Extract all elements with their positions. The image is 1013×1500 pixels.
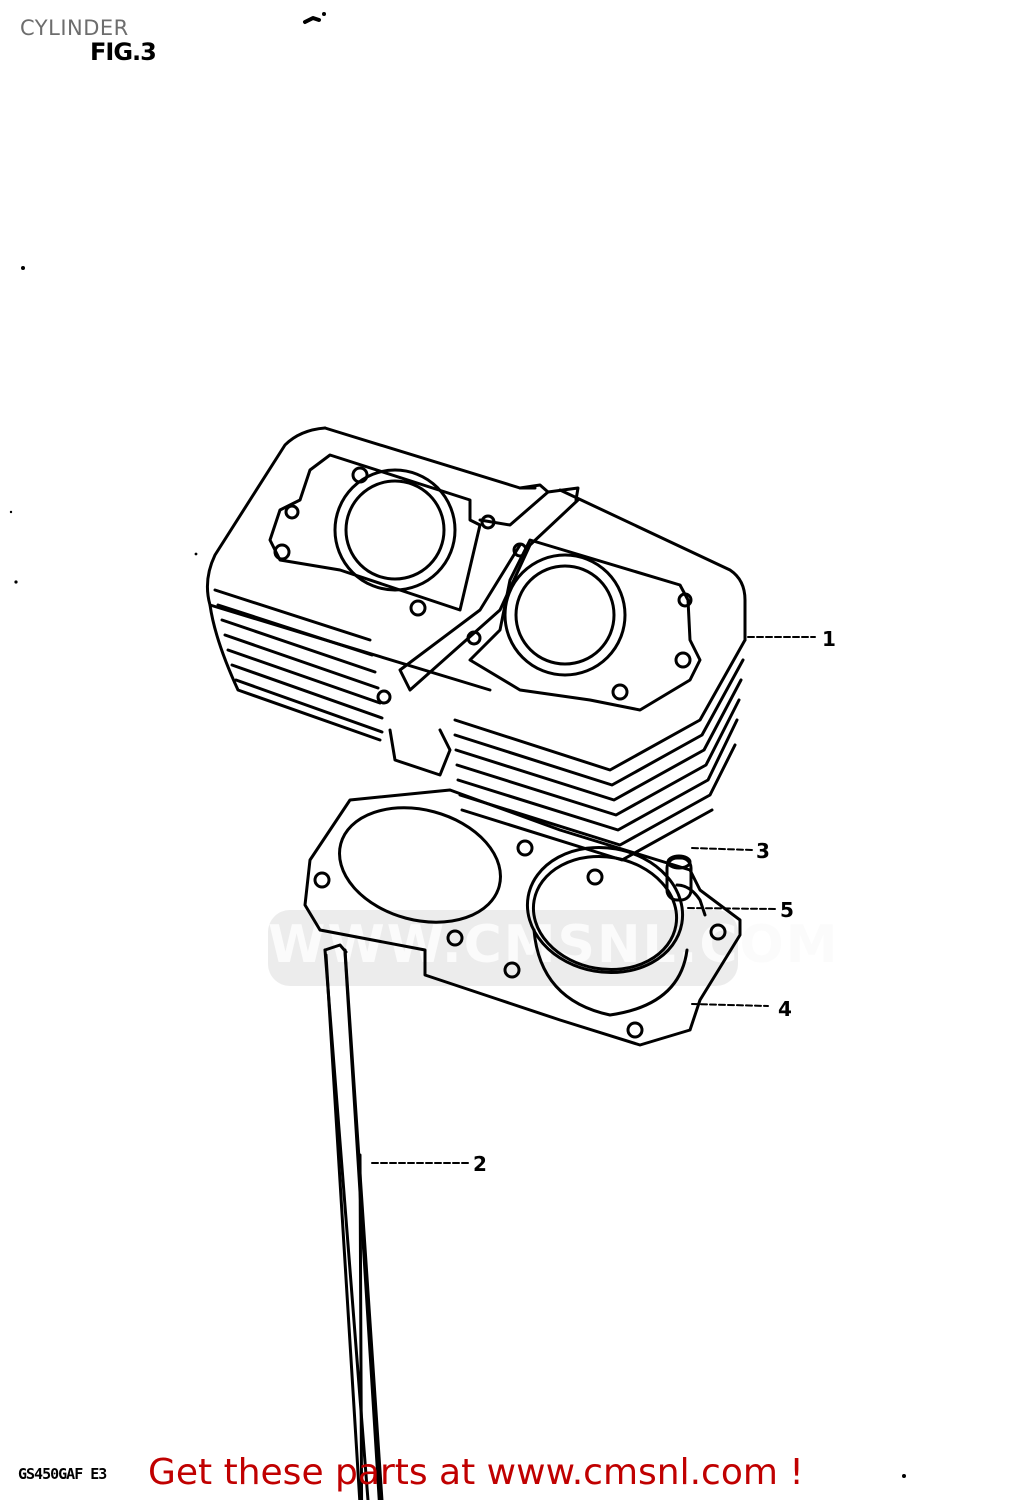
model-code: GS450GAF E3 xyxy=(18,1465,107,1483)
promo-link[interactable]: Get these parts at www.cmsnl.com ! xyxy=(148,1452,804,1493)
callout-4-base-gasket: 4 xyxy=(778,997,792,1021)
callout-3-dowel-pin: 3 xyxy=(756,839,770,863)
callout-5-o-ring: 5 xyxy=(780,898,794,922)
page-title: CYLINDER xyxy=(20,16,129,40)
callout-1-cylinder: 1 xyxy=(822,627,836,651)
callout-2-stud: 2 xyxy=(473,1152,487,1176)
figure-label: FIG.3 xyxy=(90,38,157,66)
